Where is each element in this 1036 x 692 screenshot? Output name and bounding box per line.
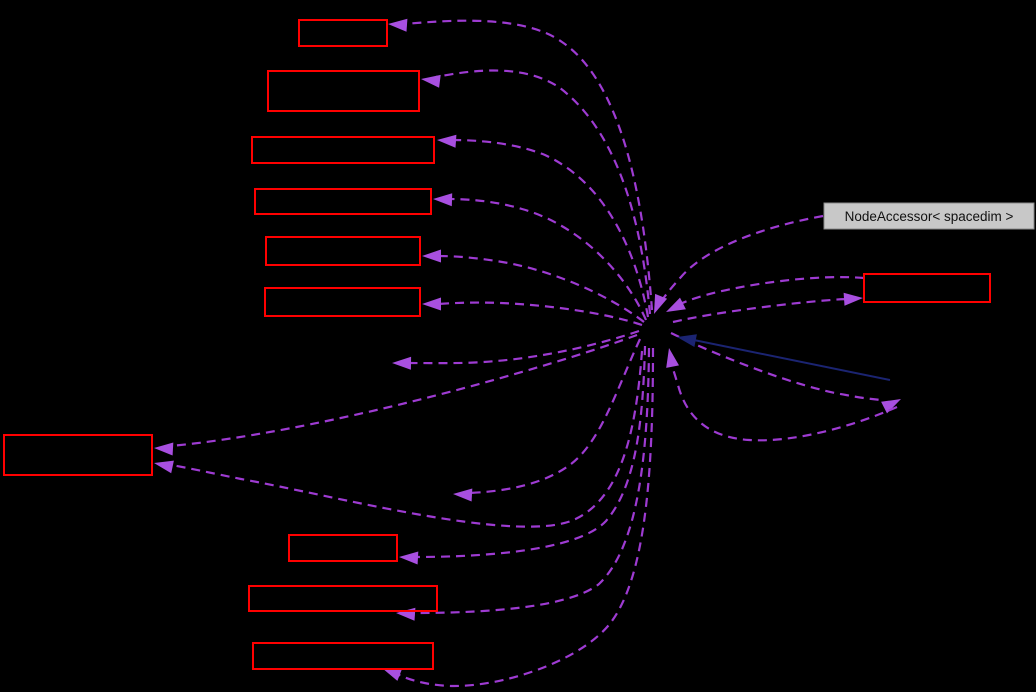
class-node-right[interactable] bbox=[863, 273, 991, 303]
edge-inheritance-arrowhead-icon bbox=[677, 334, 697, 347]
edge-hub-to-top-3-arrowhead-icon bbox=[437, 134, 457, 148]
edge-hub-to-top-1 bbox=[403, 19, 654, 311]
class-node-bottom-1[interactable] bbox=[288, 534, 398, 562]
edge-current-to-hub bbox=[657, 214, 824, 307]
edge-hub-to-top-5 bbox=[437, 254, 645, 323]
edge-right-to-hub bbox=[671, 276, 865, 309]
edge-hub-to-top-5-arrowhead-icon bbox=[422, 249, 441, 263]
class-node-bottom-3[interactable] bbox=[252, 642, 434, 670]
edge-hub-to-left-b bbox=[170, 350, 644, 528]
current-class-node bbox=[823, 202, 1035, 230]
class-node-top-3[interactable] bbox=[251, 136, 435, 164]
edge-hub-to-bottom-2-arrowhead-icon bbox=[396, 607, 416, 621]
class-node-left[interactable] bbox=[3, 434, 153, 476]
class-node-top-5[interactable] bbox=[265, 236, 421, 266]
edge-hub-to-top-1-arrowhead-icon bbox=[388, 18, 408, 32]
edge-hub-to-bottom-3 bbox=[391, 347, 655, 688]
edge-hub-to-top-2-arrowhead-icon bbox=[421, 74, 441, 88]
edge-hub-to-right-arrowhead-icon bbox=[843, 292, 863, 306]
edge-current-to-hub-arrowhead-icon bbox=[654, 293, 668, 314]
class-node-top-4[interactable] bbox=[254, 188, 432, 215]
edge-hub-to-far-right bbox=[670, 332, 882, 402]
edge-hub-to-right bbox=[672, 297, 856, 324]
edge-hub-to-mid-left-arrowhead-icon bbox=[392, 356, 412, 370]
edge-hub-to-left-a-arrowhead-icon bbox=[154, 442, 174, 456]
edge-hub-to-top-3 bbox=[451, 138, 650, 318]
edge-far-right-to-hub bbox=[668, 356, 898, 442]
edge-hub-to-top-2 bbox=[435, 69, 652, 315]
edge-hub-to-left-a bbox=[169, 333, 638, 448]
edge-hub-to-bottom-1 bbox=[413, 345, 647, 559]
class-node-top-1[interactable] bbox=[298, 19, 388, 47]
edge-hub-to-top-4 bbox=[447, 197, 648, 321]
edge-hub-to-bottom-2 bbox=[410, 347, 651, 615]
edge-hub-to-mid-left bbox=[407, 329, 640, 365]
class-node-top-2[interactable] bbox=[267, 70, 420, 112]
edge-hub-to-low-mid bbox=[467, 338, 641, 495]
edge-inheritance bbox=[683, 337, 891, 381]
class-node-bottom-2[interactable] bbox=[248, 585, 438, 612]
edge-hub-to-top-6 bbox=[437, 301, 643, 327]
edge-hub-to-bottom-1-arrowhead-icon bbox=[399, 551, 419, 565]
edge-hub-to-far-right-arrowhead-icon bbox=[881, 399, 901, 414]
edge-hub-to-low-mid-arrowhead-icon bbox=[453, 488, 473, 502]
edge-hub-to-bottom-3-arrowhead-icon bbox=[382, 668, 403, 681]
edge-hub-to-left-b-arrowhead-icon bbox=[154, 460, 174, 474]
class-node-top-6[interactable] bbox=[264, 287, 421, 317]
current-class-label: NodeAccessor< spacedim > bbox=[845, 209, 1014, 224]
edge-hub-to-top-6-arrowhead-icon bbox=[422, 297, 441, 311]
edge-far-right-to-hub-arrowhead-icon bbox=[666, 348, 679, 368]
edge-right-to-hub-arrowhead-icon bbox=[666, 297, 686, 312]
edge-hub-to-top-4-arrowhead-icon bbox=[433, 193, 453, 207]
